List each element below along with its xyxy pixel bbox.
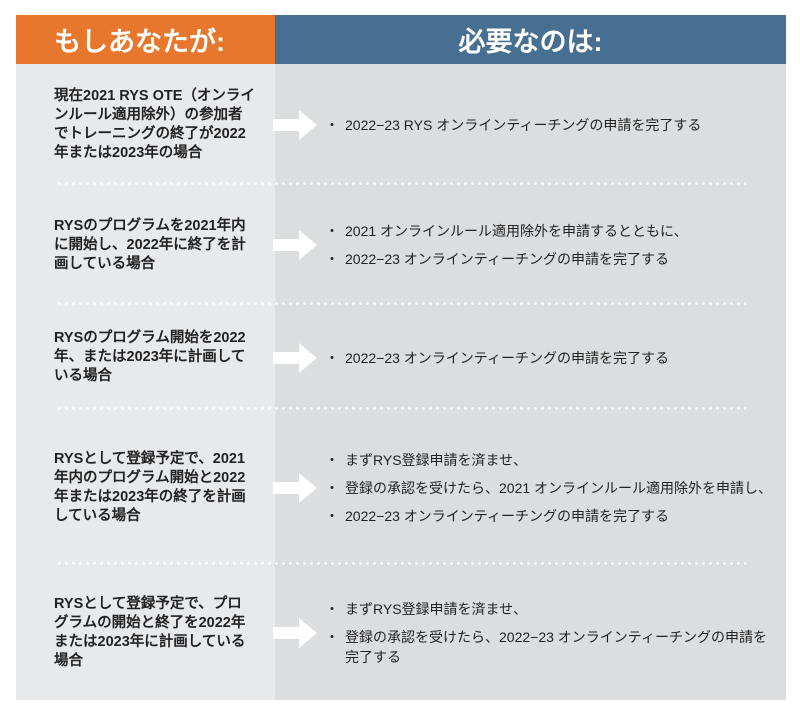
header-you-need: 必要なのは:: [275, 15, 786, 64]
arrow-right-icon: [273, 230, 317, 260]
action-list: まずRYS登録申請を済ませ、登録の承認を受けたら、2022−23 オンラインティ…: [325, 591, 775, 675]
action-item: 登録の承認を受けたら、2021 オンラインルール適用除外を申請し、: [325, 478, 772, 498]
condition-text: RYSとして登録予定で、2021年内のプログラム開始と2022年または2023年…: [54, 450, 246, 524]
condition-text: RYSとして登録予定で、プログラムの開始と終了を2022年または2023年に計画…: [54, 595, 246, 669]
condition-cell: 現在2021 RYS OTE（オンラインルール適用除外）の参加者でトレーニングの…: [16, 64, 275, 185]
table-row: RYSとして登録予定で、プログラムの開始と終了を2022年または2023年に計画…: [16, 565, 786, 700]
action-cell: 2022−23 オンラインティーチングの申請を完了する: [273, 305, 786, 410]
action-item: まずRYS登録申請を済ませ、: [325, 450, 772, 470]
arrow-right-icon: [273, 472, 317, 503]
action-list: まずRYS登録申請を済ませ、登録の承認を受けたら、2021 オンラインルール適用…: [325, 442, 772, 534]
table-row: RYSとして登録予定で、2021年内のプログラム開始と2022年または2023年…: [16, 410, 786, 565]
arrow-right-icon: [273, 617, 317, 648]
arrow-right-icon: [273, 342, 317, 373]
table-row: RYSのプログラムを2021年内に開始し、2022年に終了を計画している場合 2…: [16, 185, 786, 305]
action-item: まずRYS登録申請を済ませ、: [325, 599, 775, 619]
condition-text: 現在2021 RYS OTE（オンラインルール適用除外）の参加者でトレーニングの…: [54, 87, 255, 161]
action-cell: 2022−23 RYS オンラインティーチングの申請を完了する: [273, 64, 786, 185]
condition-cell: RYSとして登録予定で、2021年内のプログラム開始と2022年または2023年…: [16, 410, 275, 565]
action-item: 2022−23 オンラインティーチングの申請を完了する: [325, 249, 688, 269]
action-item: 2022−23 オンラインティーチングの申請を完了する: [325, 506, 772, 526]
action-item: 2021 オンラインルール適用除外を申請するとともに、: [325, 221, 688, 241]
action-cell: 2021 オンラインルール適用除外を申請するとともに、 2022−23 オンライン…: [273, 185, 786, 305]
condition-text: RYSのプログラムを2021年内に開始し、2022年に終了を計画している場合: [54, 217, 246, 272]
arrow-right-icon: [273, 109, 317, 140]
action-list: 2021 オンラインルール適用除外を申請するとともに、 2022−23 オンライン…: [325, 213, 688, 277]
action-cell: まずRYS登録申請を済ませ、登録の承認を受けたら、2021 オンラインルール適用…: [273, 410, 786, 565]
requirements-table: もしあなたが: 必要なのは: 現在2021 RYS OTE（オンラインルール適用…: [16, 15, 786, 700]
action-item: 2022−23 オンラインティーチングの申請を完了する: [325, 348, 669, 368]
action-list: 2022−23 RYS オンラインティーチングの申請を完了する: [325, 107, 701, 143]
condition-text: RYSのプログラム開始を2022年、または2023年に計画している場合: [54, 330, 246, 384]
header-if-you: もしあなたが:: [16, 15, 275, 64]
table-header: もしあなたが: 必要なのは:: [16, 15, 786, 64]
action-item: 2022−23 RYS オンラインティーチングの申請を完了する: [325, 115, 701, 135]
condition-cell: RYSのプログラム開始を2022年、または2023年に計画している場合: [16, 305, 275, 410]
table-row: 現在2021 RYS OTE（オンラインルール適用除外）の参加者でトレーニングの…: [16, 64, 786, 185]
action-list: 2022−23 オンラインティーチングの申請を完了する: [325, 340, 669, 376]
table-row: RYSのプログラム開始を2022年、または2023年に計画している場合 2022…: [16, 305, 786, 410]
action-item: 登録の承認を受けたら、2022−23 オンラインティーチングの申請を完了する: [325, 627, 775, 667]
condition-cell: RYSとして登録予定で、プログラムの開始と終了を2022年または2023年に計画…: [16, 565, 275, 700]
action-cell: まずRYS登録申請を済ませ、登録の承認を受けたら、2022−23 オンラインティ…: [273, 565, 786, 700]
condition-cell: RYSのプログラムを2021年内に開始し、2022年に終了を計画している場合: [16, 185, 275, 305]
